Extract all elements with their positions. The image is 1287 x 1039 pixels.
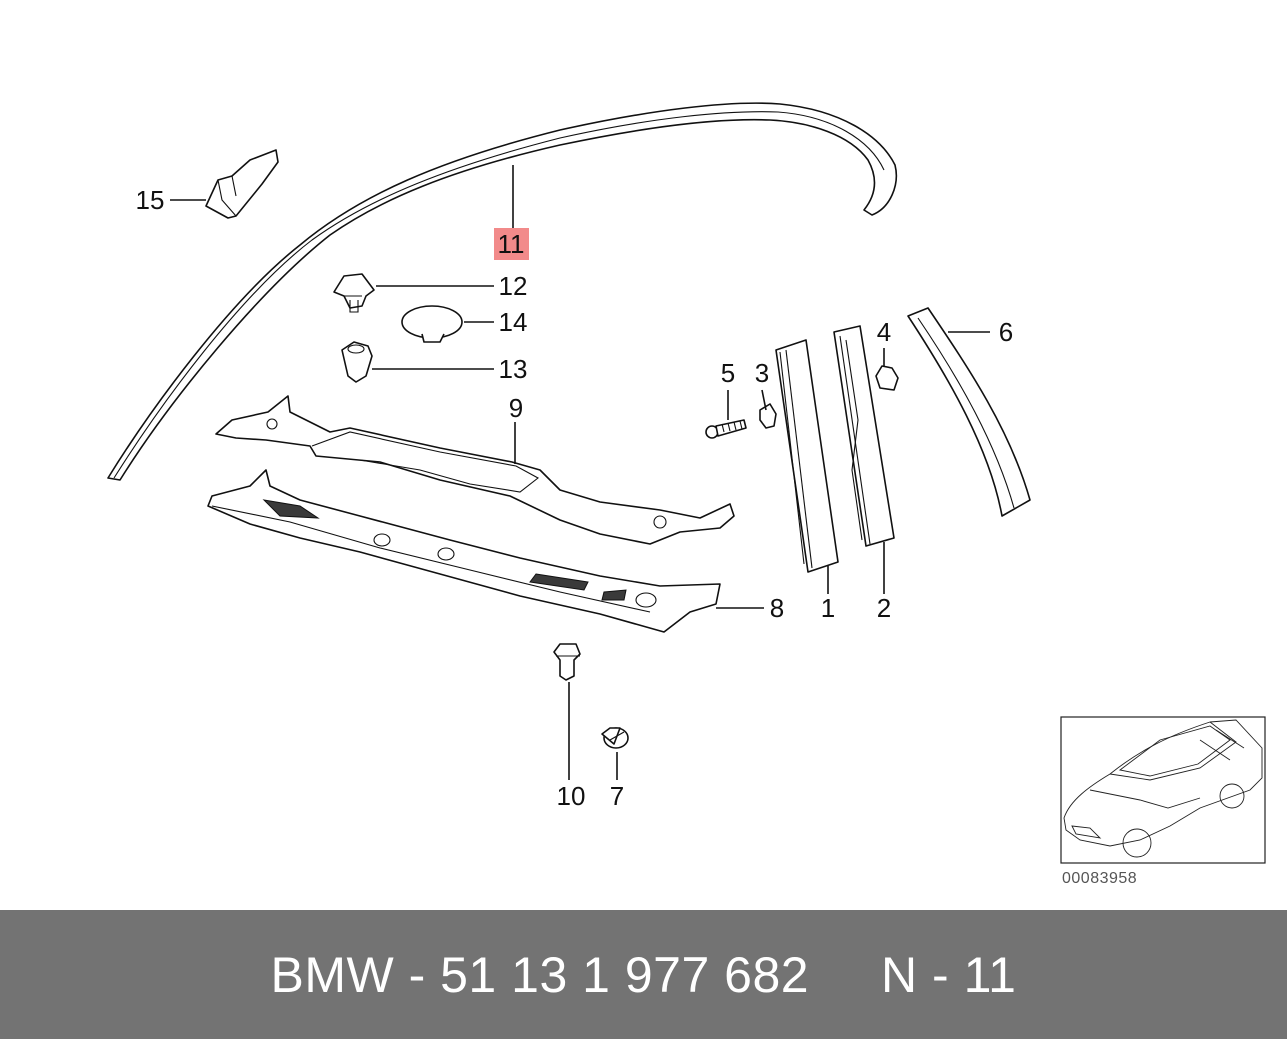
callout-6: 6 [999, 317, 1013, 347]
callout-14: 14 [499, 307, 528, 337]
part-2-pillar-trim [833, 325, 895, 547]
parts-diagram: 11 15 12 14 13 9 8 10 7 5 3 4 6 1 2 [107, 102, 1266, 864]
part-8-cowl-lower [207, 469, 721, 633]
part-4-clip [875, 365, 899, 391]
callout-3: 3 [755, 358, 769, 388]
part-10-clip [553, 643, 581, 681]
part-5-screw [705, 419, 747, 439]
leader-lines [170, 165, 990, 780]
parts-diagram-svg: 11 15 12 14 13 9 8 10 7 5 3 4 6 1 2 [107, 102, 1266, 864]
part-13-nut [341, 341, 373, 383]
footer-part-number: BMW - 51 13 1 977 682 N - 11 [270, 946, 1017, 1003]
callout-11-highlight [494, 228, 529, 260]
callout-13: 13 [499, 354, 528, 384]
callout-12: 12 [499, 271, 528, 301]
callout-2: 2 [877, 593, 891, 623]
part-9-cowl-upper [215, 395, 735, 545]
callout-1: 1 [821, 593, 835, 623]
part-15-bracket [205, 149, 279, 219]
part-14-cap [401, 305, 463, 343]
callout-9: 9 [509, 393, 523, 423]
callout-11: 11 [498, 229, 525, 259]
part-6-pillar-trim [907, 307, 1031, 517]
part-12-clip [333, 273, 375, 313]
callout-8: 8 [770, 593, 784, 623]
part-1-pillar-trim [775, 339, 839, 573]
callout-15: 15 [136, 185, 165, 215]
car-location-inset [1060, 716, 1266, 864]
callout-4: 4 [877, 317, 891, 347]
part-3-clip [759, 403, 777, 429]
callout-5: 5 [721, 358, 735, 388]
part-11-windshield-molding [107, 102, 897, 481]
diagram-reference-number: 00083958 [1062, 870, 1138, 887]
callout-7: 7 [610, 781, 624, 811]
part-7-push-clip [601, 727, 629, 749]
callout-10: 10 [557, 781, 586, 811]
callout-labels: 11 15 12 14 13 9 8 10 7 5 3 4 6 1 2 [136, 185, 1014, 811]
footer-bar: BMW - 51 13 1 977 682 N - 11 [0, 910, 1287, 1039]
